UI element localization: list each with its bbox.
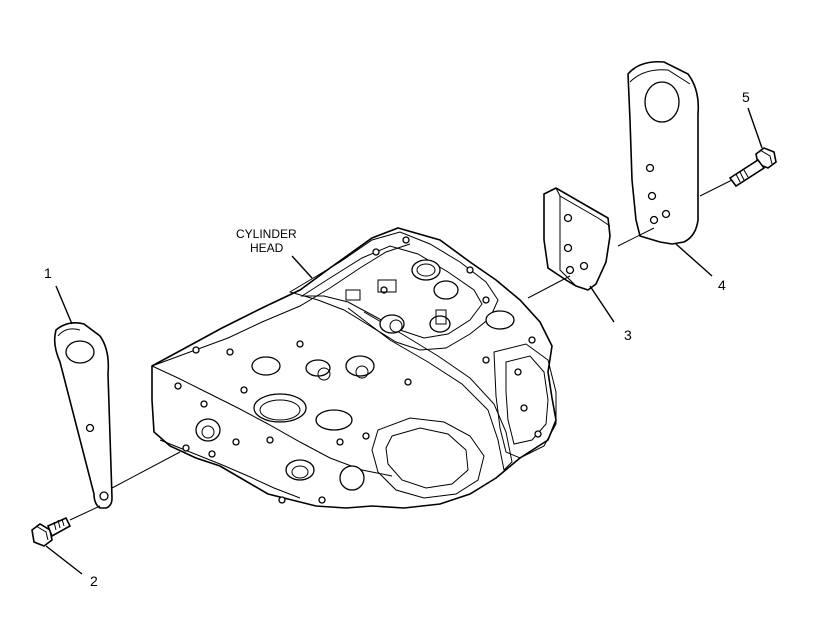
part-4-lifting-bracket [617, 60, 700, 247]
callout-2: 2 [90, 573, 98, 589]
cylinder-head [151, 227, 557, 509]
leader-5 [747, 107, 763, 149]
part-1-lifting-bracket [53, 322, 113, 509]
leader-4 [675, 243, 713, 277]
part-2-bolt [31, 451, 181, 547]
leader-lines [45, 107, 763, 575]
callout-4: 4 [718, 277, 726, 293]
leader-cylinder-head [291, 255, 313, 279]
cylinder-head-label-line1: CYLINDER [236, 227, 297, 241]
callout-1: 1 [44, 265, 52, 281]
callout-3: 3 [624, 327, 632, 343]
leader-2 [45, 545, 83, 575]
leader-3 [589, 285, 615, 323]
callout-5: 5 [742, 89, 750, 105]
leader-1 [55, 285, 73, 325]
cylinder-head-label-line2: HEAD [250, 241, 284, 255]
part-3-spacer-plate [527, 187, 611, 299]
part-5-bolt [699, 147, 777, 197]
